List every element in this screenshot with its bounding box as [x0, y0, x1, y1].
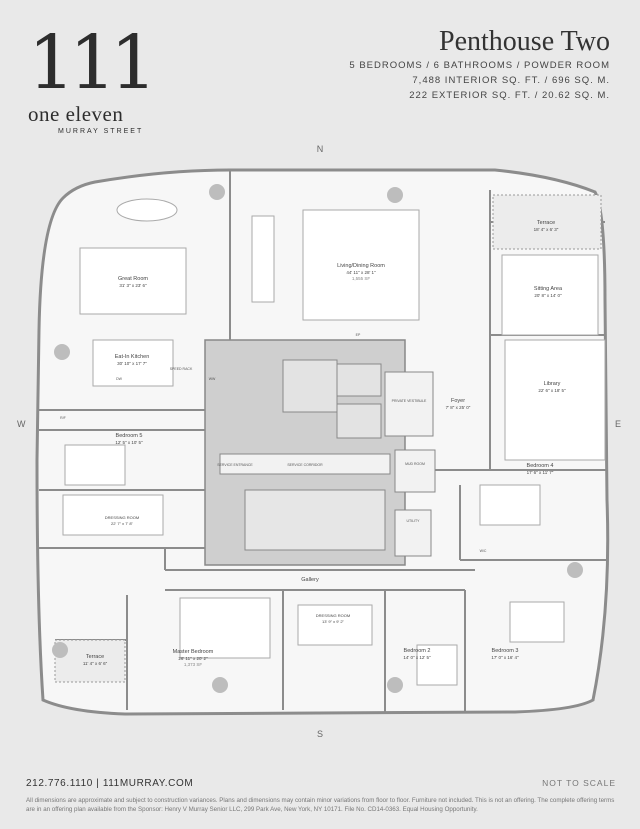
dim-dressing-master: 13' 9" x 9' 2": [322, 619, 345, 624]
label-gallery: Gallery: [301, 577, 319, 583]
dim-foyer: 7' 8" x 25' 0": [446, 405, 471, 410]
label-rf: R/F: [60, 416, 66, 420]
dim-living-dining: 44' 11" x 28' 1": [346, 270, 376, 275]
utility-room: [394, 509, 432, 557]
label-sitting-area: Sitting Area: [534, 286, 563, 292]
label-terrace-sw: Terrace: [86, 654, 104, 660]
label-bedroom-3: Bedroom 3: [492, 648, 519, 654]
dim-kitchen: 30' 10" x 17' 7": [117, 361, 147, 366]
label-service-entrance: SERVICE ENTRANCE: [217, 463, 253, 467]
compass-west: W: [17, 419, 26, 429]
label-master-bedroom: Master Bedroom: [173, 649, 214, 655]
dim-bedroom-2: 14' 0" x 12' 5": [403, 655, 431, 660]
dim-sitting-area: 20' 8" x 14' 0": [534, 293, 562, 298]
spec-line-bedrooms: 5 BEDROOMS / 6 BATHROOMS / POWDER ROOM: [349, 60, 610, 71]
furniture: [62, 198, 606, 686]
floor-plan: N S W E: [17, 144, 621, 739]
label-dw: DW: [116, 377, 123, 381]
label-dressing-master: DRESSING ROOM: [316, 613, 350, 618]
mud-room: [394, 449, 436, 493]
area-living-dining: 1,555 SF: [352, 276, 371, 281]
label-great-room: Great Room: [118, 276, 148, 282]
compass-south: S: [317, 729, 323, 739]
elevator-hall: [282, 359, 338, 413]
label-foyer: Foyer: [451, 398, 465, 404]
label-ep: EP: [356, 333, 361, 337]
dim-bedroom-3: 17' 0" x 16' 4": [491, 655, 519, 660]
disclaimer: All dimensions are approximate and subje…: [26, 797, 615, 813]
label-ww: WW: [209, 377, 216, 381]
unit-title: Penthouse Two: [439, 26, 610, 57]
label-mud-room: MUD ROOM: [405, 462, 425, 466]
dim-terrace-ne: 18' 4" x 6' 3": [534, 227, 559, 232]
label-private-vestibule: PRIVATE VESTIBULE: [392, 399, 427, 403]
compass-east: E: [615, 419, 621, 429]
dim-great-room: 31' 3" x 23' 6": [119, 283, 147, 288]
label-speed-rack: SPEED RACK: [170, 367, 193, 371]
elevator-a: [336, 363, 382, 397]
stair: [244, 489, 386, 551]
contact-line: 212.776.1110 | 111MURRAY.COM: [26, 778, 194, 789]
dim-terrace-sw: 11' 4" x 6' 6": [83, 661, 108, 666]
label-terrace-ne: Terrace: [537, 220, 555, 226]
logo-subtitle: MURRAY STREET: [58, 128, 144, 135]
private-vestibule-room: [384, 371, 434, 437]
spec-line-exterior: 222 EXTERIOR SQ. FT. / 20.62 SQ. M.: [409, 90, 610, 101]
label-service-corridor: SERVICE CORRIDOR: [287, 463, 323, 467]
brand-logo: 111 one eleven MURRAY STREET: [28, 20, 157, 135]
interior-walls: [39, 170, 607, 712]
label-wic: W/C: [480, 549, 487, 553]
label-utility: UTILITY: [406, 519, 420, 523]
dim-master-bedroom: 26' 11" x 20' 2": [178, 656, 208, 661]
dim-library: 22' 6" x 18' 5": [538, 388, 566, 393]
label-bedroom-5: Bedroom 5: [116, 433, 143, 439]
elevator-b: [336, 403, 382, 439]
label-dressing-west: DRESSING ROOM: [105, 515, 139, 520]
scale-note: NOT TO SCALE: [542, 778, 616, 788]
logo-mark: 111: [28, 20, 157, 106]
spec-line-interior: 7,488 INTERIOR SQ. FT. / 696 SQ. M.: [412, 75, 610, 86]
dim-bedroom-4: 17' 6" x 11' 7": [527, 470, 554, 475]
label-bedroom-2: Bedroom 2: [404, 648, 431, 654]
label-bedroom-4: Bedroom 4: [527, 463, 554, 469]
label-kitchen: Eat-In Kitchen: [115, 354, 150, 360]
terrace-ne-area: [492, 194, 602, 250]
label-living-dining: Living/Dining Room: [337, 263, 385, 269]
footer: 212.776.1110 | 111MURRAY.COM NOT TO SCAL…: [26, 778, 616, 814]
label-library: Library: [544, 381, 561, 387]
dim-bedroom-5: 12' 5" x 10' 5": [115, 440, 143, 445]
dim-dressing-west: 22' 7" x 7' 8": [111, 521, 134, 526]
service-corridor-room: [219, 453, 391, 475]
logo-name: one eleven: [28, 102, 124, 126]
title-block: Penthouse Two 5 BEDROOMS / 6 BATHROOMS /…: [349, 26, 610, 103]
area-master-bedroom: 1,373 SF: [184, 662, 203, 667]
compass-north: N: [317, 144, 324, 154]
